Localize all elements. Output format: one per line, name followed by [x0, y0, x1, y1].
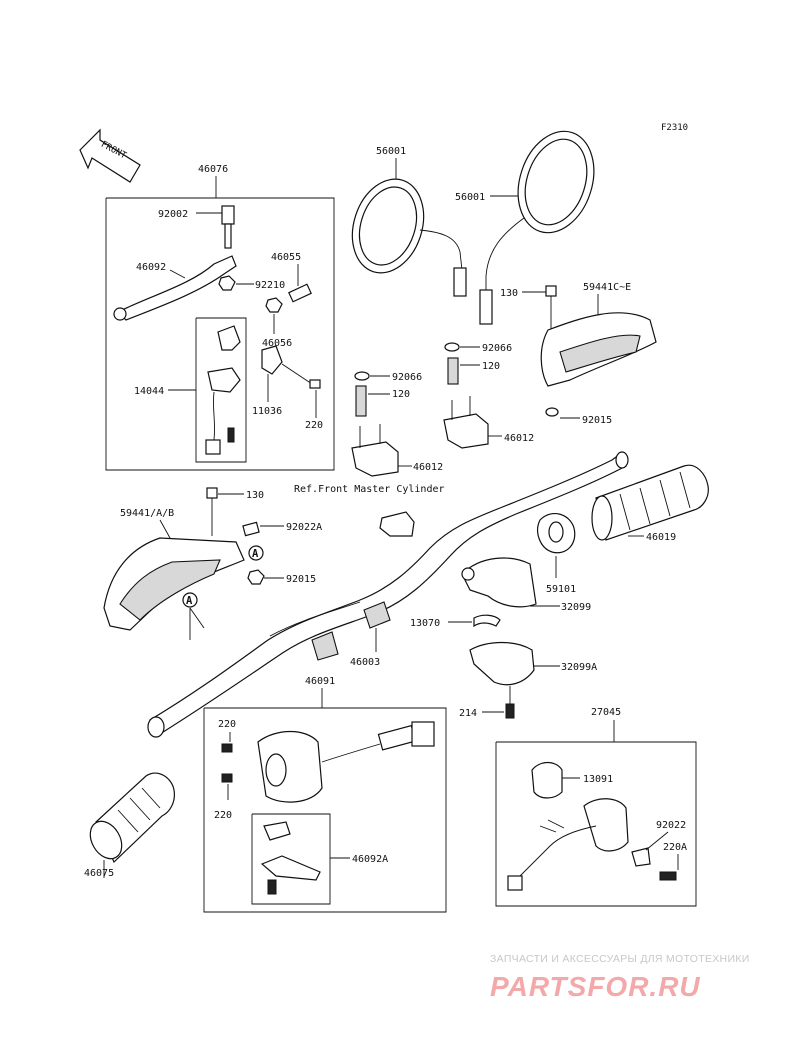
handlebar-group: 46003 — [147, 451, 629, 738]
part-label-220a: 220A — [663, 842, 687, 853]
part-label-92022: 92022 — [656, 820, 686, 831]
part-label-46092: 46092 — [136, 262, 166, 273]
part-label-120-left: 120 — [392, 389, 410, 400]
part-label-220-sw2: 220 — [214, 810, 232, 821]
part-label-46076: 46076 — [198, 164, 228, 175]
part-label-46056: 46056 — [262, 338, 292, 349]
holder-clamp-right — [443, 413, 489, 449]
part-label-92015-right: 92015 — [582, 415, 612, 426]
part-label-46055: 46055 — [271, 252, 301, 263]
right-holder-group: 92066 120 46012 — [443, 342, 534, 449]
part-label-46091: 46091 — [305, 676, 335, 687]
throttle-collar-shape — [473, 614, 501, 628]
watermark: ЗАПЧАСТИ И АКСЕССУАРЫ ДЛЯ МОТОТЕХНИКИ PA… — [490, 953, 750, 1002]
holder-bolt-left — [355, 385, 367, 417]
part-label-130-right: 130 — [500, 288, 518, 299]
mirror-left-group: 56001 — [351, 146, 467, 297]
right-switch-connector-shape — [507, 875, 523, 891]
watermark-tagline: ЗАПЧАСТИ И АКСЕССУАРЫ ДЛЯ МОТОТЕХНИКИ — [490, 953, 750, 965]
left-holder-group: 92066 120 46012 — [351, 371, 443, 477]
holder-bolt-right — [447, 357, 459, 385]
switch-lever-shape — [260, 855, 321, 881]
holder-clamp-left — [351, 441, 399, 477]
part-label-11036: 11036 — [252, 406, 282, 417]
callout-a-lower: A — [186, 595, 193, 607]
part-label-92022a: 92022A — [286, 522, 322, 533]
left-switch-group: 46091 220 220 46092A — [203, 676, 447, 913]
part-label-120-right: 120 — [482, 361, 500, 372]
part-label-220-sw1: 220 — [218, 719, 236, 730]
part-label-220-left: 220 — [305, 420, 323, 431]
mirror-left-stem — [453, 267, 467, 297]
part-label-46019: 46019 — [646, 532, 676, 543]
part-label-92066-left: 92066 — [392, 372, 422, 383]
part-label-59441-a-b: 59441/A/B — [120, 508, 174, 519]
part-label-13070: 13070 — [410, 618, 440, 629]
callout-a-upper-circle — [248, 545, 264, 561]
right-grip-shape — [595, 464, 709, 541]
part-label-46012-left: 46012 — [413, 462, 443, 473]
figure-code: F2310 — [661, 123, 688, 133]
switch-bracket-shape — [217, 325, 241, 351]
part-label-27045: 27045 — [591, 707, 621, 718]
front-direction-arrow: FRONT — [79, 128, 141, 183]
clutch-lever-shape — [116, 255, 237, 321]
stop-switch-shape — [531, 761, 563, 799]
switch-connector-shape — [411, 721, 435, 747]
part-label-46092a: 46092A — [352, 854, 388, 865]
part-label-56001-right: 56001 — [455, 192, 485, 203]
nut-shape — [218, 275, 236, 291]
part-label-92002: 92002 — [158, 209, 188, 220]
mirror-right-group: 56001 — [455, 130, 595, 325]
part-label-13091: 13091 — [583, 774, 613, 785]
right-switch-group: 27045 13091 92022 220A — [495, 707, 697, 907]
left-handguard-group: 130 59441/A/B 92022A A 92015 A — [103, 487, 322, 640]
part-label-59441c-e: 59441C~E — [583, 282, 631, 293]
right-throttle-group: 46019 59101 32099 13070 32099A 214 — [410, 464, 709, 719]
part-label-32099: 32099 — [561, 602, 591, 613]
part-label-214: 214 — [459, 708, 477, 719]
callout-a-upper: A — [252, 548, 259, 560]
part-label-130-left: 130 — [246, 490, 264, 501]
part-label-46012-right: 46012 — [504, 433, 534, 444]
watermark-brand: PARTSFOR.RU — [490, 971, 701, 1002]
callout-a-lower-circle — [182, 592, 198, 608]
part-label-59101: 59101 — [546, 584, 576, 595]
left-grip-group: 46075 — [84, 772, 175, 879]
reference-note: Ref.Front Master Cylinder — [294, 484, 445, 495]
mirror-right-stem — [479, 289, 493, 325]
part-label-46075: 46075 — [84, 868, 114, 879]
right-handguard-group: 130 59441C~E 92015 — [500, 282, 657, 426]
clutch-lever-assembly-group: 46076 92002 46092 46055 92210 46056 1404… — [105, 164, 335, 471]
right-switch-housing-shape — [583, 798, 629, 852]
part-label-56001-left: 56001 — [376, 146, 406, 157]
throttle-housing-lower — [469, 641, 535, 686]
part-label-46003: 46003 — [350, 657, 380, 668]
part-label-92015-left: 92015 — [286, 574, 316, 585]
part-label-14044: 14044 — [134, 386, 164, 397]
throttle-screw-shape — [505, 703, 515, 719]
part-label-92210: 92210 — [255, 280, 285, 291]
master-cylinder-clamp — [379, 511, 415, 537]
part-label-32099a: 32099A — [561, 662, 597, 673]
throttle-housing-upper — [461, 557, 537, 608]
pivot-bolt-shape — [221, 205, 235, 225]
adjuster-shape — [288, 283, 312, 303]
part-label-92066-right: 92066 — [482, 343, 512, 354]
